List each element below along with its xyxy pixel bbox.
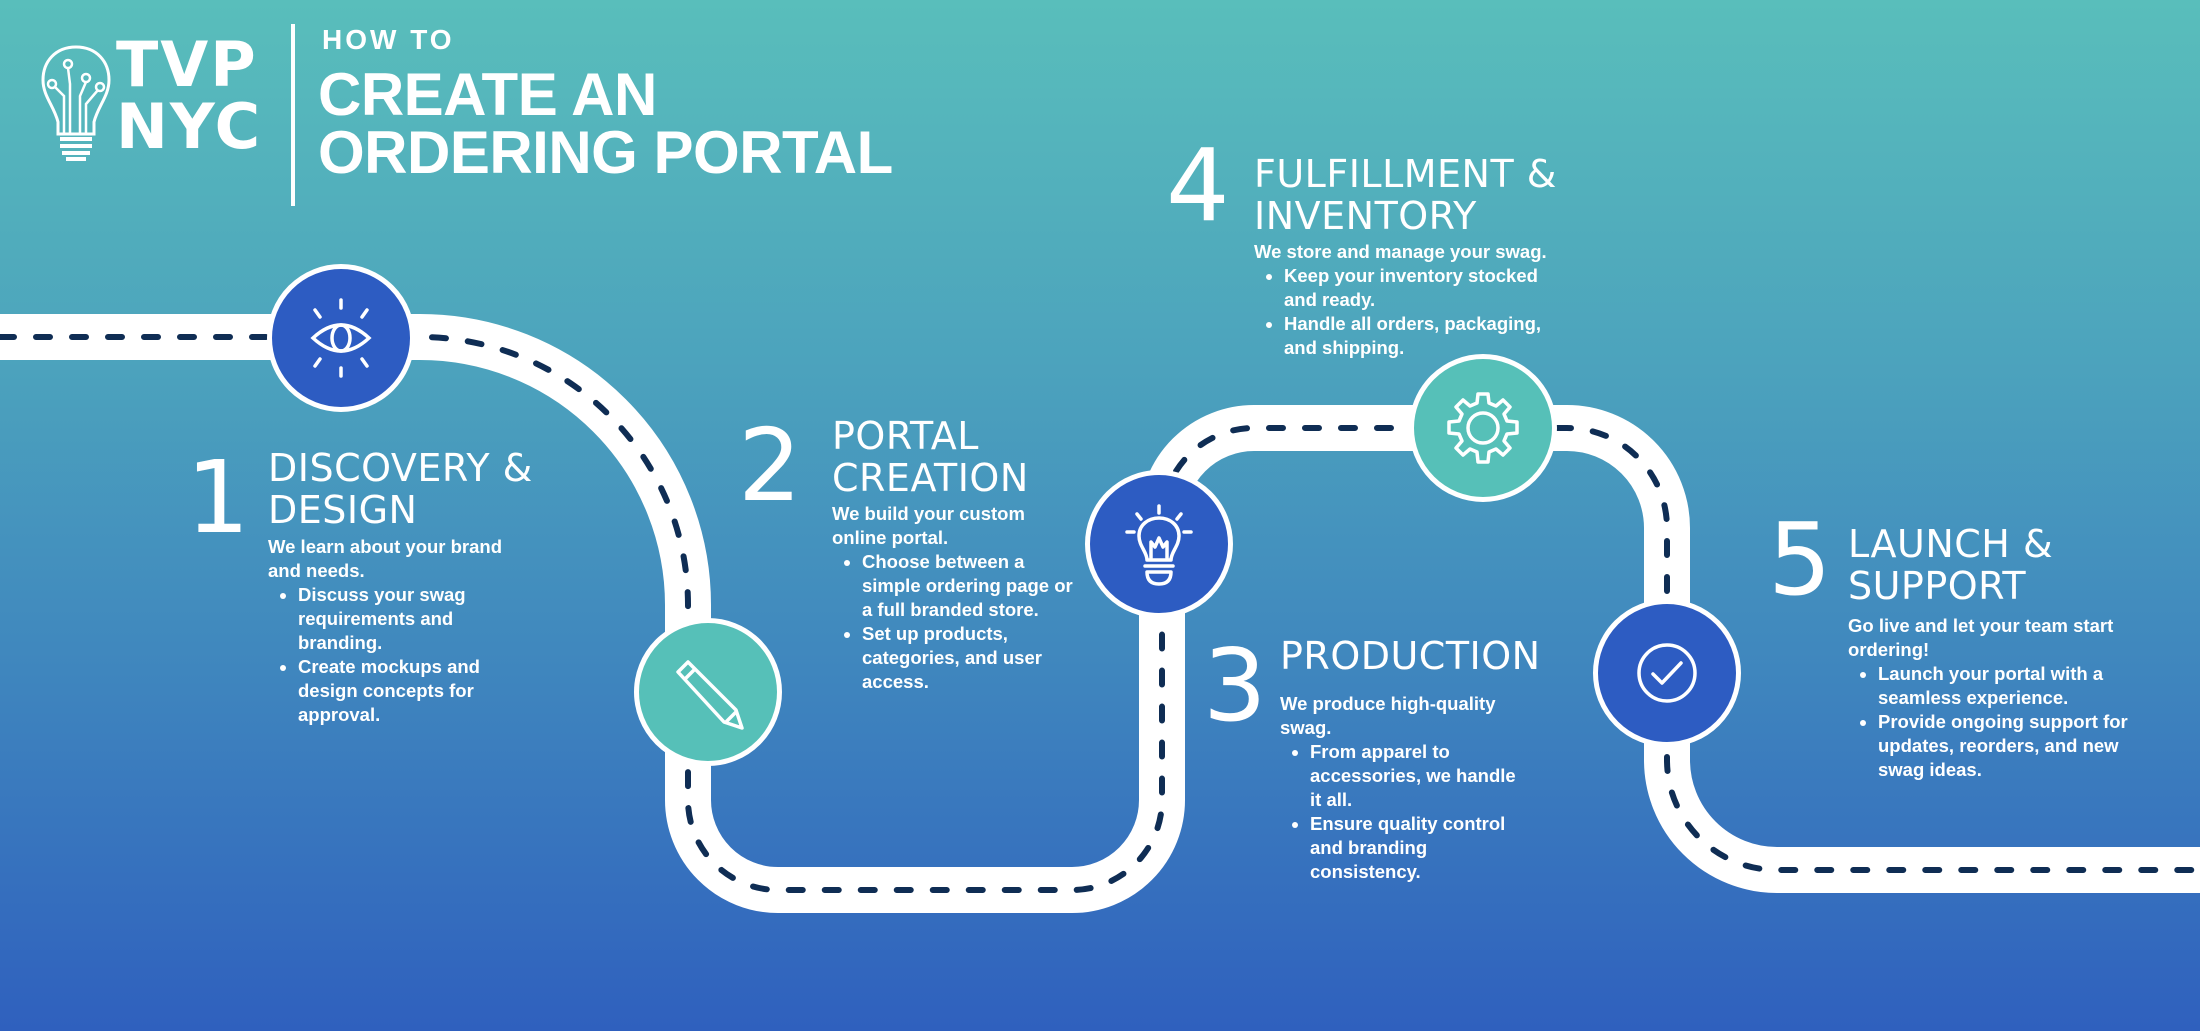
step-5-number: 5 (1768, 501, 1832, 618)
step-2-title: PORTAL CREATION (832, 415, 1029, 499)
step-2-bullet: Set up products, categories, and user ac… (862, 622, 1082, 694)
logo-line-2: NYC (116, 90, 263, 163)
step-2-bullets: Choose between a simple ordering page or… (832, 550, 1082, 694)
step-2-title-line-1: PORTAL (832, 414, 979, 458)
lightbulb-icon (1125, 504, 1193, 586)
step-3-bullet: Ensure quality control and branding cons… (1310, 812, 1525, 884)
step-4-title: FULFILLMENT & INVENTORY (1254, 153, 1557, 237)
step-2-node (634, 618, 782, 766)
page-title: CREATE AN ORDERING PORTAL (318, 61, 893, 186)
step-1-bullet: Discuss your swag requirements and brand… (298, 583, 518, 655)
logo-wordmark: TVP NYC (116, 34, 262, 158)
lightbulb-circuit-icon (41, 45, 111, 161)
gear-icon (1447, 392, 1519, 464)
step-5-title-line-2: SUPPORT (1848, 564, 2027, 608)
step-2-bullet: Choose between a simple ordering page or… (862, 550, 1082, 622)
step-5-title-line-1: LAUNCH & (1848, 522, 2054, 566)
step-4-title-line-1: FULFILLMENT & (1254, 152, 1557, 196)
step-3-number: 3 (1203, 627, 1267, 744)
step-3-title: PRODUCTION (1280, 635, 1541, 677)
step-1-number: 1 (186, 439, 250, 556)
step-5-intro: Go live and let your team start ordering… (1848, 615, 2114, 660)
step-2-number: 2 (738, 407, 802, 524)
header-divider (291, 24, 295, 206)
logo-line-1: TVP (116, 28, 258, 101)
step-3-title-line-1: PRODUCTION (1280, 634, 1541, 678)
step-1-title: DISCOVERY & DESIGN (268, 447, 533, 531)
step-3-bullets: From apparel to accessories, we handle i… (1280, 740, 1525, 884)
eye-icon (310, 298, 372, 378)
title-line-2: ORDERING PORTAL (318, 119, 893, 186)
step-5-bullet: Launch your portal with a seamless exper… (1878, 662, 2138, 710)
step-3-node (1085, 470, 1233, 618)
title-line-1: CREATE AN (318, 61, 657, 128)
step-1-bullets: Discuss your swag requirements and brand… (268, 583, 518, 727)
step-4-node (1409, 354, 1557, 502)
step-4-bullet: Handle all orders, packaging, and shippi… (1284, 312, 1574, 360)
step-4-number: 4 (1166, 127, 1230, 244)
step-1-node (267, 264, 415, 412)
step-3-bullet: From apparel to accessories, we handle i… (1310, 740, 1525, 812)
step-1-bullet: Create mockups and design concepts for a… (298, 655, 518, 727)
check-circle-icon (1637, 643, 1697, 703)
step-1-title-line-1: DISCOVERY & (268, 446, 533, 490)
step-2-intro: We build your custom online portal. (832, 503, 1025, 548)
step-2-title-line-2: CREATION (832, 456, 1029, 500)
step-5-title: LAUNCH & SUPPORT (1848, 523, 2053, 607)
step-3-body: We produce high-quality swag. From appar… (1280, 692, 1525, 884)
step-4-bullets: Keep your inventory stocked and ready. H… (1254, 264, 1574, 360)
header-kicker: HOW TO (322, 24, 455, 55)
road-center-dashes (0, 334, 2200, 893)
step-1-intro: We learn about your brand and needs. (268, 536, 503, 581)
step-4-intro: We store and manage your swag. (1254, 241, 1547, 262)
step-5-bullets: Launch your portal with a seamless exper… (1848, 662, 2138, 782)
step-3-intro: We produce high-quality swag. (1280, 693, 1496, 738)
step-5-node (1593, 599, 1741, 747)
logo (40, 44, 300, 164)
step-4-title-line-2: INVENTORY (1254, 194, 1477, 238)
step-1-title-line-2: DESIGN (268, 488, 418, 532)
step-4-body: We store and manage your swag. Keep your… (1254, 240, 1574, 360)
step-2-body: We build your custom online portal. Choo… (832, 502, 1082, 694)
step-5-body: Go live and let your team start ordering… (1848, 614, 2138, 782)
pencil-icon (676, 660, 744, 730)
step-4-bullet: Keep your inventory stocked and ready. (1284, 264, 1574, 312)
step-1-body: We learn about your brand and needs. Dis… (268, 535, 518, 727)
step-5-bullet: Provide ongoing support for updates, reo… (1878, 710, 2138, 782)
